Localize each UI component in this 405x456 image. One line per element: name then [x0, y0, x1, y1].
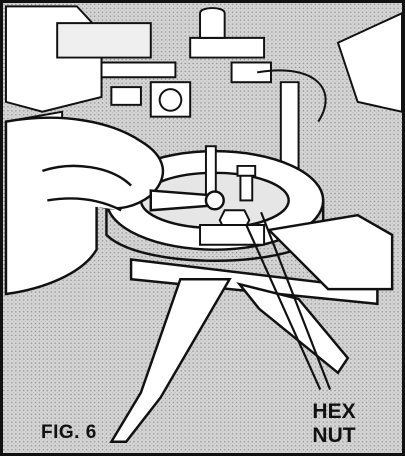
- callout-line-2: NUT: [312, 424, 356, 447]
- hand-with-wrench: [4, 116, 225, 296]
- callout-line-1: HEX: [312, 400, 356, 423]
- hex-nut-callout: HEX NUT: [304, 400, 364, 448]
- machine-housing: [4, 5, 177, 153]
- hex-nut-leader-lines: [245, 211, 332, 391]
- illustration: [3, 3, 402, 453]
- figure-label: FIG. 6: [41, 422, 97, 443]
- lock-knob: [110, 81, 192, 118]
